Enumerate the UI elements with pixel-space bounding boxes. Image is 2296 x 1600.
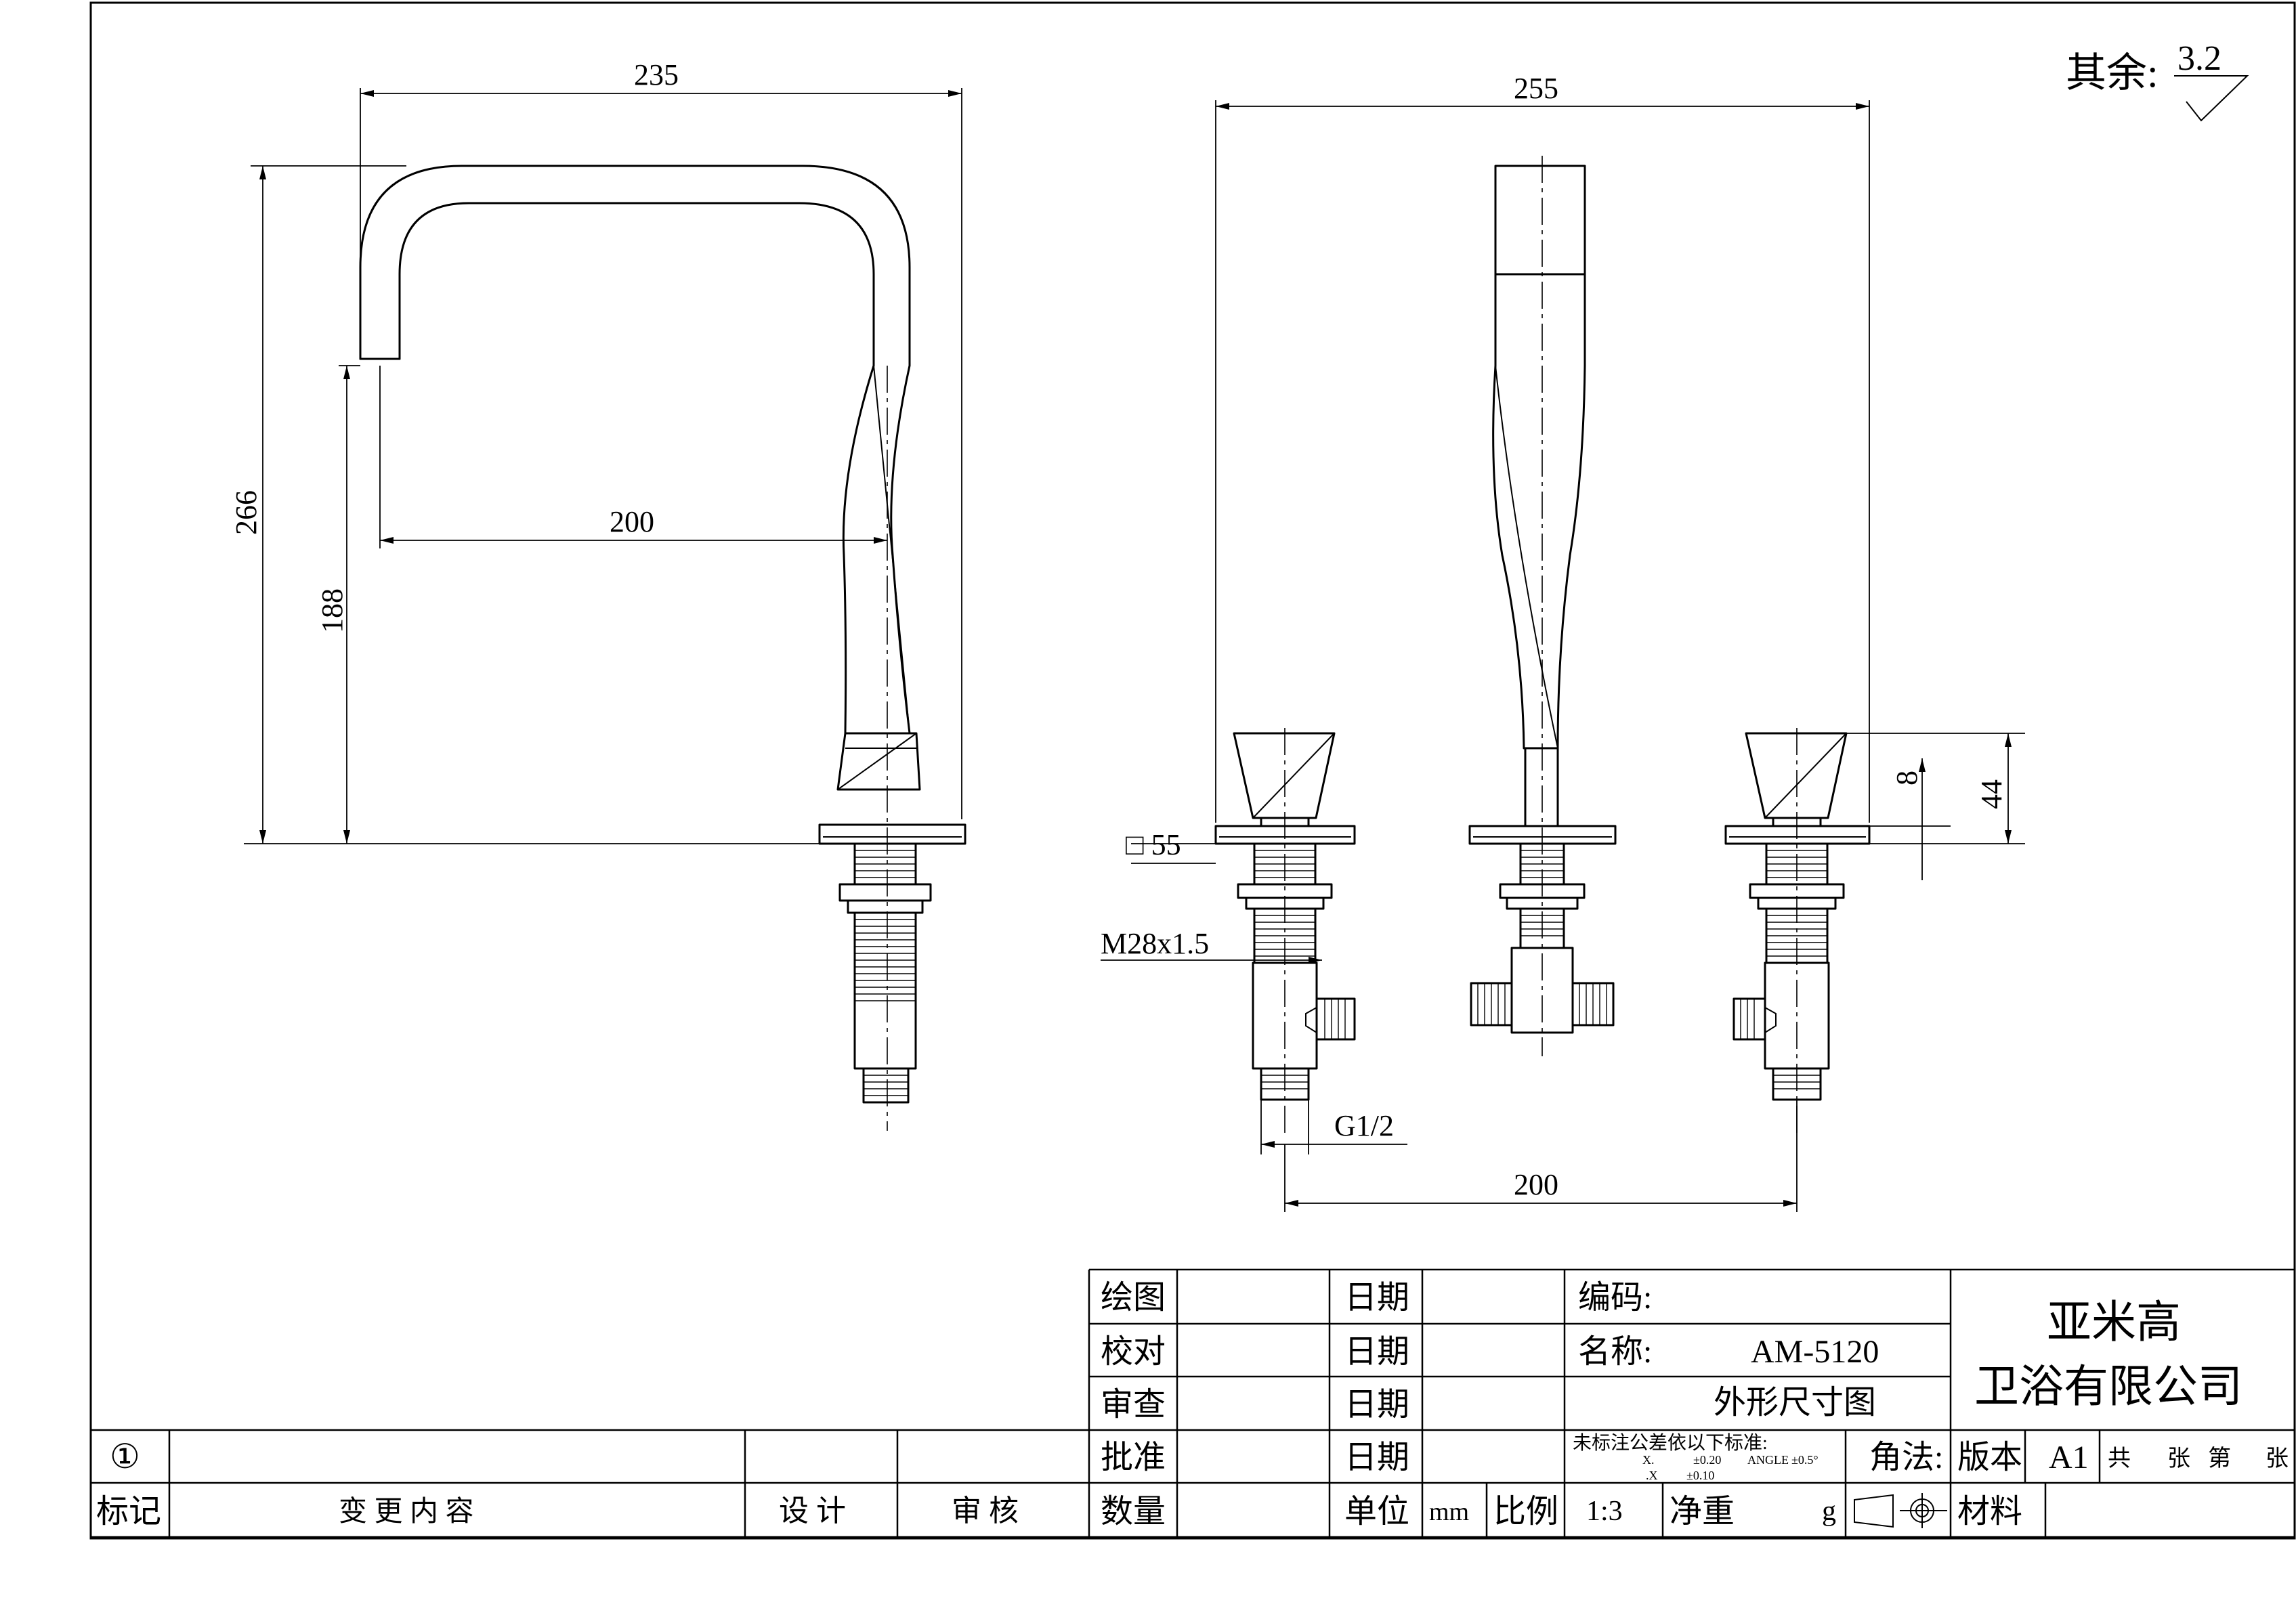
tolerance-x-value: ±0.20 <box>1693 1453 1721 1467</box>
dim-266-text: 266 <box>230 490 263 535</box>
name-label: 名称: <box>1578 1334 1652 1370</box>
model-number: AM-5120 <box>1751 1334 1879 1370</box>
drawing-frame <box>89 1 2296 1540</box>
weight-unit: g <box>1822 1496 1836 1527</box>
spout-threads <box>855 850 916 1096</box>
reviewed-label: 审查 <box>1101 1387 1166 1423</box>
dim-55-text: □ 55 <box>1126 828 1181 861</box>
company-line-2: 卫浴有限公司 <box>1974 1362 2242 1412</box>
left-side-outlet <box>1315 997 1356 1041</box>
spout-nut <box>838 883 932 902</box>
spout-threaded-shank <box>853 911 917 1070</box>
left-handle <box>1233 732 1336 819</box>
version-label: 版本 <box>1957 1440 2022 1475</box>
tolerance-note: 未标注公差依以下标准: <box>1573 1432 1768 1454</box>
left-valve-assembly <box>1214 728 1356 1138</box>
projection-label: 角法: <box>1869 1440 1943 1475</box>
spout-side-view <box>359 165 966 1131</box>
title-block: 绘图 校对 审查 批准 数量 日期 日期 日期 日期 编码: 名称: AM-51… <box>91 1268 2295 1538</box>
roughness-symbol <box>2174 75 2249 122</box>
drawing-title: 外形尺寸图 <box>1714 1385 1876 1421</box>
change-content-label: 变 更 内 容 <box>339 1496 474 1528</box>
dim-g12-text: G1/2 <box>1334 1109 1394 1142</box>
hand-shower-head <box>1494 165 1586 276</box>
spout-outer-profile <box>359 165 911 735</box>
tolerance-xx: .X <box>1646 1469 1658 1482</box>
roughness-note: 其余: 3.2 <box>2066 39 2249 122</box>
spout-collar-diagonal <box>837 733 917 790</box>
mark-label: 标记 <box>96 1494 161 1530</box>
date-label-4: 日期 <box>1344 1440 1409 1475</box>
approved-label: 批准 <box>1101 1440 1166 1475</box>
dim-200-spout-text: 200 <box>610 505 654 538</box>
right-valve-assembly <box>1724 728 1871 1138</box>
tolerance-angle-value: ±0.5° <box>1791 1453 1819 1467</box>
audit-label: 审 核 <box>952 1494 1019 1528</box>
spout-collar <box>836 732 921 791</box>
spout-dimensions: 235 266 188 200 <box>230 58 962 844</box>
sheet-label-1: 张 <box>2167 1446 2190 1471</box>
checked-label: 校对 <box>1101 1334 1166 1370</box>
design-label: 设 计 <box>779 1494 846 1528</box>
weight-label: 净重 <box>1670 1494 1735 1530</box>
version-value: A1 <box>2049 1440 2089 1475</box>
drawn-label: 绘图 <box>1101 1280 1166 1316</box>
set-dimensions: 255 □ 55 M28x1.5 G1/2 200 44 8 <box>1101 72 2025 1212</box>
right-deck-plate <box>1724 825 1871 845</box>
hand-shower-stem <box>1524 747 1559 827</box>
date-label-3: 日期 <box>1344 1387 1409 1423</box>
spout-twist-line <box>873 365 910 734</box>
unit-value: mm <box>1429 1498 1469 1526</box>
tolerance-xx-value: ±0.10 <box>1686 1469 1714 1482</box>
dim-255-text: 255 <box>1514 72 1558 105</box>
spout-inlet-nipple <box>862 1067 910 1104</box>
date-label-2: 日期 <box>1344 1334 1409 1370</box>
sheet-total-label: 共 <box>2108 1446 2131 1471</box>
roughness-label: 其余: <box>2066 51 2159 95</box>
spout-washer <box>847 899 924 914</box>
dim-235-text: 235 <box>634 58 679 91</box>
dim-thread-text: M28x1.5 <box>1101 927 1209 960</box>
dim-200-set-text: 200 <box>1514 1168 1558 1201</box>
projection-symbol <box>1854 1493 1947 1528</box>
dim-8-text: 8 <box>1890 771 1923 785</box>
sheet-number-label: 第 <box>2208 1446 2231 1471</box>
dim-44-text: 44 <box>1975 779 2008 809</box>
revision-mark: ① <box>110 1437 140 1475</box>
quantity-label: 数量 <box>1101 1494 1166 1530</box>
dim-188-text: 188 <box>316 588 349 633</box>
hand-shower-handle <box>1492 273 1586 750</box>
sheet-label-2: 张 <box>2266 1446 2289 1471</box>
scale-label: 比例 <box>1493 1494 1558 1530</box>
date-label-1: 日期 <box>1344 1280 1409 1316</box>
spout-inner-profile <box>398 202 875 735</box>
code-label: 编码: <box>1578 1280 1652 1316</box>
company-line-1: 亚米高 <box>2047 1298 2181 1347</box>
tolerance-x: X. <box>1642 1453 1655 1467</box>
tolerance-angle: ANGLE <box>1747 1453 1789 1467</box>
unit-label: 单位 <box>1344 1494 1409 1530</box>
hand-shower-assembly <box>1468 156 1617 1056</box>
roughness-value: 3.2 <box>2177 39 2221 78</box>
right-handle <box>1745 732 1848 819</box>
scale-value: 1:3 <box>1586 1496 1623 1527</box>
material-label: 材料 <box>1957 1494 2022 1530</box>
right-side-outlet <box>1732 997 1766 1041</box>
spout-deck-plate <box>818 823 966 845</box>
